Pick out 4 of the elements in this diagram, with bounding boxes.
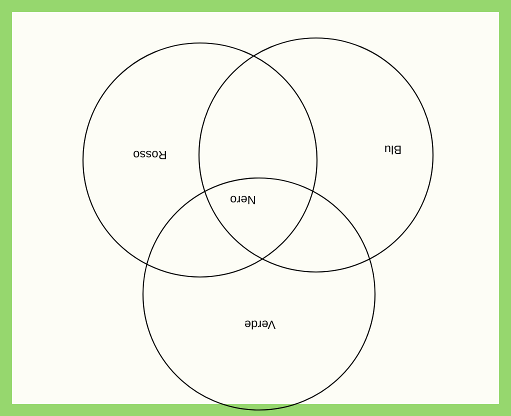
region-label: Nero — [230, 196, 255, 204]
circle-label: Verde — [244, 320, 276, 330]
circle-label: Rosso — [134, 150, 166, 160]
circle-label: Blu — [385, 146, 401, 154]
